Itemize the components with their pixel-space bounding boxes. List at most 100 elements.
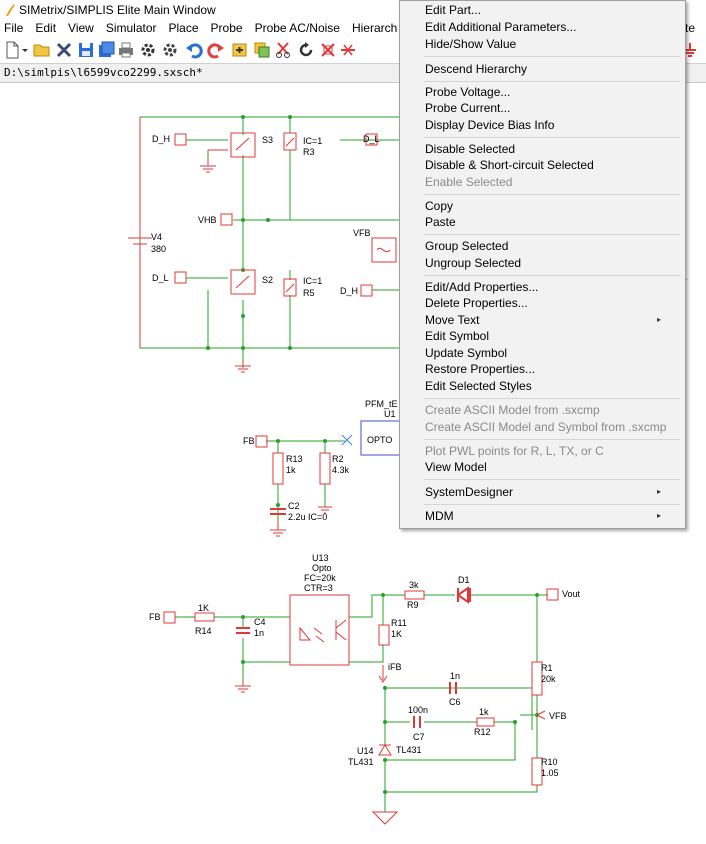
- simetrix-app-icon: [6, 3, 15, 16]
- delete-icon[interactable]: [54, 40, 74, 60]
- file-path: D:\simlpis\l6599vco2299.sxsch*: [4, 66, 203, 79]
- label-r11-value: 1K: [391, 629, 402, 639]
- label-d-l-1: D_L: [363, 134, 380, 144]
- schematic-drawing[interactable]: D_H S3 IC=1 R3 D_L VHB VFB V4 380 D_L S2…: [0, 83, 706, 844]
- label-c2-value: 2.2u IC=0: [288, 512, 327, 522]
- menu-hierarchy[interactable]: Hierarch: [351, 21, 398, 35]
- menu-item-delete-properties[interactable]: Delete Properties...: [425, 296, 528, 310]
- label-d-h-1: D_H: [152, 134, 170, 144]
- menu-item-edit-symbol[interactable]: Edit Symbol: [425, 329, 490, 343]
- rotate-icon[interactable]: [296, 40, 316, 60]
- menu-item-disable-selected[interactable]: Disable Selected: [425, 142, 516, 156]
- label-opto: OPTO: [367, 435, 392, 445]
- menu-item-probe-current[interactable]: Probe Current...: [425, 101, 511, 115]
- undo-icon[interactable]: [184, 40, 204, 60]
- save-all-icon[interactable]: [96, 40, 116, 60]
- new-document-icon[interactable]: [2, 40, 22, 60]
- menu-item-copy[interactable]: Copy: [425, 199, 454, 213]
- label-u1: U1: [384, 409, 396, 419]
- menu-item-restore-properties[interactable]: Restore Properties...: [425, 362, 536, 376]
- menu-item-create-ascii-model[interactable]: Create ASCII Model from .sxcmp: [425, 403, 600, 417]
- label-v4: V4: [151, 232, 162, 242]
- label-u13-type: Opto: [312, 563, 332, 573]
- menu-item-mdm[interactable]: MDM▸: [425, 509, 661, 523]
- open-folder-icon[interactable]: [32, 40, 52, 60]
- label-r1-value: 20k: [541, 674, 556, 684]
- label-vfb-bottom: VFB: [549, 711, 567, 721]
- save-icon[interactable]: [76, 40, 96, 60]
- short-circuit-icon[interactable]: [338, 40, 358, 60]
- menu-item-update-symbol[interactable]: Update Symbol: [425, 346, 508, 360]
- menu-view[interactable]: View: [68, 21, 94, 35]
- menu-item-edit-part[interactable]: Edit Part...: [425, 3, 482, 17]
- new-dropdown-icon[interactable]: [20, 40, 30, 60]
- menu-simulator[interactable]: Simulator: [105, 21, 157, 35]
- label-r10-value: 1.05: [541, 768, 559, 778]
- label-r9-value: 3k: [409, 580, 419, 590]
- menu-item-ungroup-selected[interactable]: Ungroup Selected: [425, 256, 522, 270]
- settings-gear-icon[interactable]: [138, 40, 158, 60]
- label-c4: C4: [254, 617, 266, 627]
- menu-item-descend-hierarchy[interactable]: Descend Hierarchy: [425, 62, 528, 76]
- label-ifb: iFB: [388, 662, 402, 672]
- label-ctr: CTR=3: [304, 583, 333, 593]
- menu-item-move-text[interactable]: Move Text▸: [425, 313, 661, 327]
- menu-separator: [424, 439, 680, 440]
- power-stage-wires: [139, 116, 400, 368]
- label-r3: R3: [303, 147, 315, 157]
- label-s2: S2: [262, 275, 273, 285]
- copy-component-icon[interactable]: [252, 40, 272, 60]
- menu-item-group-selected[interactable]: Group Selected: [425, 239, 509, 253]
- label-r2-value: 4.3k: [332, 465, 350, 475]
- label-v4-value: 380: [151, 244, 166, 254]
- menu-item-hide-show-value[interactable]: Hide/Show Value: [425, 37, 517, 51]
- menu-separator: [424, 194, 680, 195]
- menu-file[interactable]: File: [4, 21, 24, 35]
- options-gear-icon[interactable]: [160, 40, 180, 60]
- label-r2: R2: [332, 454, 344, 464]
- ground-toolbar-icon[interactable]: [680, 40, 700, 60]
- menu-item-display-device-bias-info[interactable]: Display Device Bias Info: [425, 118, 555, 132]
- place-component-icon[interactable]: [230, 40, 250, 60]
- menu-separator: [424, 137, 680, 138]
- menu-item-view-model[interactable]: View Model: [425, 460, 487, 474]
- redo-icon[interactable]: [206, 40, 226, 60]
- label-r10: R10: [541, 757, 558, 767]
- label-r12-value: 1k: [479, 707, 489, 717]
- label-r1: R1: [541, 663, 553, 673]
- print-icon[interactable]: [116, 40, 136, 60]
- menu-item-edit-add-properties[interactable]: Edit/Add Properties...: [425, 280, 539, 294]
- menu-item-plot-pwl-points[interactable]: Plot PWL points for R, L, TX, or C: [425, 444, 604, 458]
- context-menu: Edit Part... Edit Additional Parameters.…: [399, 0, 686, 529]
- label-fb-2: FB: [149, 612, 161, 622]
- disable-component-icon[interactable]: [318, 40, 338, 60]
- menu-separator: [424, 56, 680, 57]
- label-vout: Vout: [562, 589, 581, 599]
- label-c2: C2: [288, 501, 300, 511]
- menu-probe[interactable]: Probe: [210, 21, 243, 35]
- label-d-l-2: D_L: [152, 273, 169, 283]
- menu-item-probe-voltage[interactable]: Probe Voltage...: [425, 85, 511, 99]
- menu-item-edit-additional-parameters[interactable]: Edit Additional Parameters...: [425, 20, 577, 34]
- cut-scissors-icon[interactable]: [274, 40, 294, 60]
- label-r5: R5: [303, 288, 315, 298]
- menu-item-edit-selected-styles[interactable]: Edit Selected Styles: [425, 379, 532, 393]
- power-stage-junctions: [206, 115, 292, 350]
- label-vfb-top: VFB: [353, 228, 371, 238]
- menu-item-disable-short-circuit-selected[interactable]: Disable & Short-circuit Selected: [425, 158, 594, 172]
- menu-item-systemdesigner[interactable]: SystemDesigner▸: [425, 485, 661, 499]
- submenu-arrow-icon: ▸: [656, 487, 661, 496]
- menu-item-create-ascii-model-and-symbol[interactable]: Create ASCII Model and Symbol from .sxcm…: [425, 420, 667, 434]
- label-d1: D1: [458, 575, 470, 585]
- label-c6-value: 1n: [450, 671, 460, 681]
- menu-probe-ac-noise[interactable]: Probe AC/Noise: [254, 21, 340, 35]
- label-tl431-a: TL431: [348, 757, 374, 767]
- menu-separator: [424, 398, 680, 399]
- menu-place[interactable]: Place: [168, 21, 199, 35]
- menu-item-enable-selected[interactable]: Enable Selected: [425, 175, 513, 189]
- menu-item-paste[interactable]: Paste: [425, 215, 456, 229]
- label-u14: U14: [357, 746, 374, 756]
- menu-edit[interactable]: Edit: [35, 21, 57, 35]
- label-fc: FC=20k: [304, 573, 336, 583]
- label-vhb: VHB: [198, 215, 217, 225]
